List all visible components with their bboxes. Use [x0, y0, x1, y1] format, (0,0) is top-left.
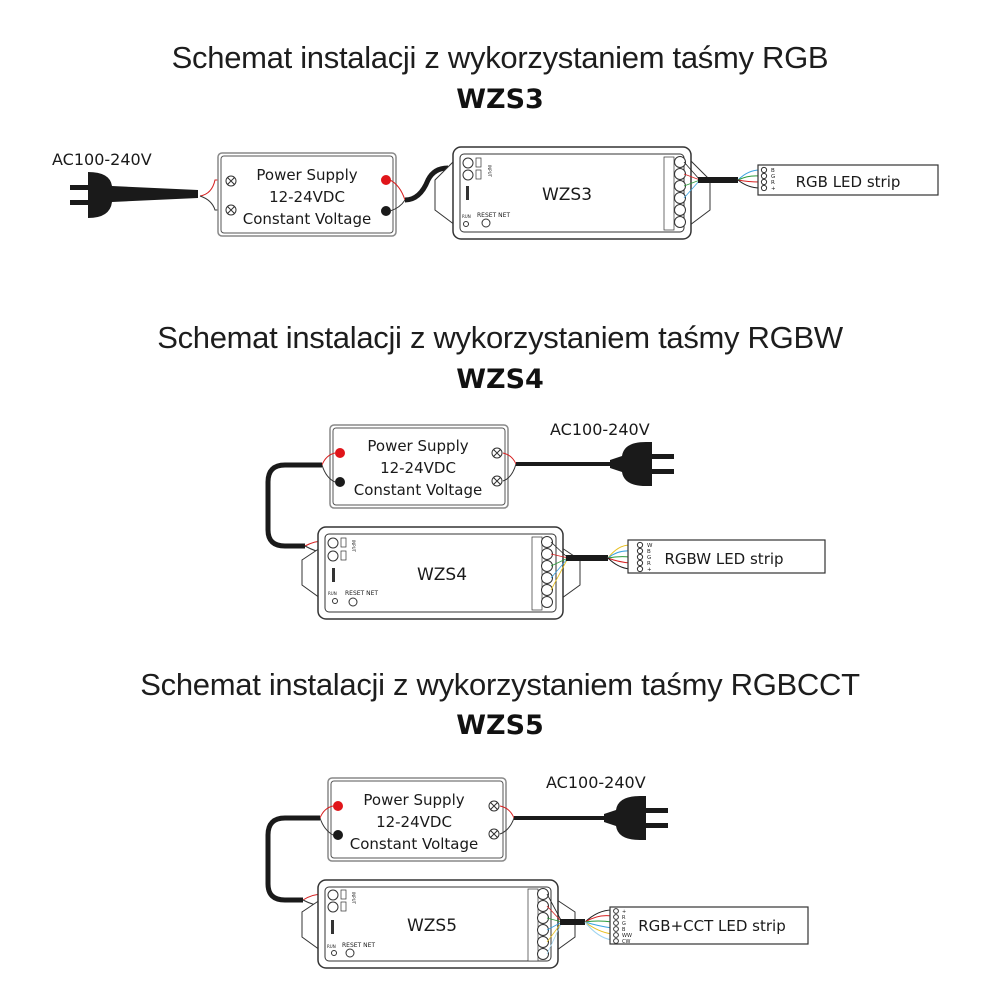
controller-wzs3: INPUT RUN RESET NET WZS3	[434, 146, 711, 240]
svg-text:WW: WW	[622, 933, 632, 939]
ac-voltage-label: AC100-240V	[546, 773, 646, 792]
controller-wzs5: INPUT RUN RESET NET WZS5	[301, 879, 576, 969]
svg-text:R: R	[771, 180, 775, 186]
svg-text:W: W	[647, 543, 653, 549]
svg-text:RESET NET: RESET NET	[345, 590, 378, 597]
controller-label: WZS4	[417, 565, 467, 585]
svg-text:B: B	[647, 549, 651, 555]
power-supply-box: Power Supply 12-24VDC Constant Voltage	[327, 777, 507, 862]
svg-text:12-24VDC: 12-24VDC	[380, 459, 456, 477]
ac-plug-icon	[604, 796, 668, 840]
model-title-wzs5: WZS5	[456, 710, 544, 741]
controller-wzs4: INPUT RUN RESET NET WZS4	[301, 526, 581, 620]
model-title-wzs3: WZS3	[456, 84, 544, 115]
led-strip-rgbcct: + R G B WW CW RGB+CCT LED strip	[609, 906, 809, 945]
svg-text:12-24VDC: 12-24VDC	[376, 813, 452, 831]
svg-text:INPUT: INPUT	[487, 165, 492, 178]
svg-text:Power Supply: Power Supply	[367, 437, 468, 455]
power-supply-box: Power Supply 12-24VDC Constant Voltage	[217, 152, 397, 237]
svg-text:INPUT: INPUT	[351, 540, 356, 553]
strip-label: RGB LED strip	[796, 173, 901, 191]
svg-text:CW: CW	[622, 939, 630, 945]
model-title-wzs4: WZS4	[456, 364, 544, 395]
section-title-rgbw: Schemat instalacji z wykorzystaniem taśm…	[157, 320, 843, 355]
svg-text:G: G	[647, 555, 651, 561]
svg-text:R: R	[622, 915, 626, 921]
svg-text:+: +	[622, 909, 626, 915]
svg-text:B: B	[622, 927, 626, 933]
svg-text:RUN: RUN	[327, 944, 336, 949]
svg-text:RESET NET: RESET NET	[342, 942, 375, 949]
svg-text:B: B	[771, 168, 775, 174]
ac-plug-icon	[70, 172, 198, 218]
svg-text:G: G	[771, 174, 775, 180]
led-strip-rgb: B G R + RGB LED strip	[757, 164, 939, 196]
diagram-wzs3: AC100-240V Power Supply 12-24VDC Constan…	[52, 146, 939, 240]
svg-text:Constant Voltage: Constant Voltage	[243, 210, 371, 228]
strip-label: RGB+CCT LED strip	[638, 917, 786, 935]
diagram-wzs5: AC100-240V Power Supply 12-24VDC Constan…	[265, 773, 809, 969]
svg-text:R: R	[647, 561, 651, 567]
svg-text:+: +	[771, 186, 776, 192]
controller-label: WZS3	[542, 185, 592, 205]
svg-text:INPUT: INPUT	[351, 892, 356, 905]
ac-plug-icon	[610, 442, 674, 486]
svg-text:Power Supply: Power Supply	[363, 791, 464, 809]
svg-text:RUN: RUN	[462, 214, 471, 219]
svg-text:RUN: RUN	[328, 591, 337, 596]
strip-label: RGBW LED strip	[664, 550, 783, 568]
controller-label: WZS5	[407, 916, 457, 936]
section-title-rgbcct: Schemat instalacji z wykorzystaniem taśm…	[140, 667, 860, 702]
led-strip-rgbw: W B G R + RGBW LED strip	[627, 539, 826, 574]
svg-text:RESET NET: RESET NET	[477, 212, 510, 219]
section-title-rgb: Schemat instalacji z wykorzystaniem taśm…	[171, 40, 829, 75]
ac-voltage-label: AC100-240V	[550, 420, 650, 439]
svg-text:Constant Voltage: Constant Voltage	[354, 481, 482, 499]
ac-voltage-label: AC100-240V	[52, 150, 152, 169]
svg-text:+: +	[647, 567, 652, 573]
svg-text:G: G	[622, 921, 626, 927]
svg-text:Constant Voltage: Constant Voltage	[350, 835, 478, 853]
svg-text:Power Supply: Power Supply	[256, 166, 357, 184]
power-supply-box: Power Supply 12-24VDC Constant Voltage	[329, 424, 509, 509]
svg-text:12-24VDC: 12-24VDC	[269, 188, 345, 206]
diagram-wzs4: AC100-240V Power Supply 12-24VDC Constan…	[265, 420, 826, 620]
